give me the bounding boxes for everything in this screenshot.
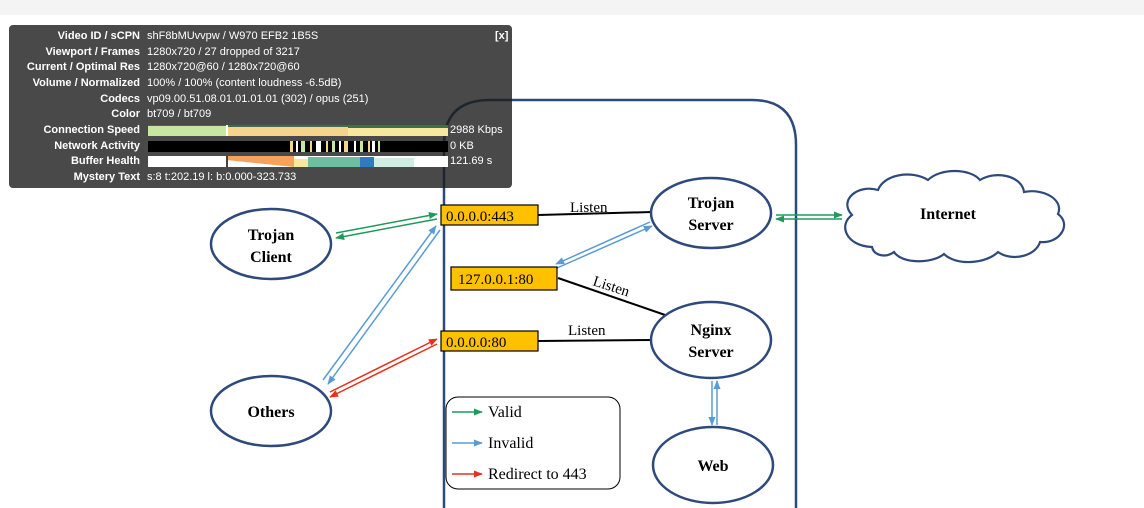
connection-speed-graph xyxy=(148,125,448,136)
node-trojan-server: Trojan Server xyxy=(649,176,773,250)
stats-label: Connection Speed xyxy=(43,124,140,136)
stats-value: 1280x720 / 27 dropped of 3217 xyxy=(147,46,300,58)
line-443-to-trojan xyxy=(537,211,653,216)
invalid-arrow-443-to-others xyxy=(327,229,441,385)
redirect-arrow-80-to-others xyxy=(329,343,438,398)
legend-valid-label: Valid xyxy=(488,404,522,421)
stats-value: vp09.00.51.08.01.01.01.01 (302) / opus (… xyxy=(147,93,369,105)
stats-row-connection-speed: Connection Speed 2988 Kbps xyxy=(9,123,512,139)
node-internet: Internet xyxy=(844,169,1066,264)
invalid-arrow-others-to-443 xyxy=(322,225,437,381)
stats-label: Viewport / Frames xyxy=(45,46,140,58)
stats-row-buffer-health: Buffer Health 121.69 s xyxy=(9,154,512,170)
line-local80-to-nginx xyxy=(557,277,669,317)
stats-value: 100% / 100% (content loudness -6.5dB) xyxy=(147,77,342,89)
stats-label: Mystery Text xyxy=(73,171,140,183)
network-activity-graph xyxy=(148,141,448,152)
port-443-label: 0.0.0.0:443 xyxy=(446,209,514,225)
node-web: Web xyxy=(651,425,775,505)
stats-row-codecs: Codecs vp09.00.51.08.01.01.01.01 (302) /… xyxy=(9,92,512,108)
stats-value: s:8 t:202.19 l: b:0.000-323.733 xyxy=(147,171,297,183)
stats-label: Buffer Health xyxy=(70,155,140,167)
listen-label-trojan: Listen xyxy=(570,200,608,216)
node-nginx-server: Nginx Server xyxy=(649,300,773,380)
internet-label: Internet xyxy=(920,206,977,223)
stats-value: bt709 / bt709 xyxy=(147,108,212,120)
trojan-client-label-2: Client xyxy=(250,249,292,266)
listen-label-80: Listen xyxy=(568,323,606,339)
page-top-bar xyxy=(0,0,1144,15)
port-80-label: 0.0.0.0:80 xyxy=(446,335,506,351)
legend-redirect-label: Redirect to 443 xyxy=(488,466,587,483)
stats-value: 1280x720@60 / 1280x720@60 xyxy=(147,61,300,73)
legend: Valid Invalid Redirect to 443 xyxy=(445,396,621,490)
node-others: Others xyxy=(209,374,333,448)
stats-for-nerds-panel: [x] Video ID / sCPN shF8bMUvvpw / W970 E… xyxy=(9,25,512,188)
stats-row-viewport: Viewport / Frames 1280x720 / 27 dropped … xyxy=(9,45,512,61)
cloud-icon xyxy=(844,169,1066,264)
stats-row-color: Color bt709 / bt709 xyxy=(9,107,512,123)
line-80-to-nginx xyxy=(537,339,653,342)
stats-row-network-activity: Network Activity 0 KB xyxy=(9,139,512,155)
buffer-health-graph xyxy=(148,156,448,167)
port-0-0-0-0-443: 0.0.0.0:443 xyxy=(440,204,539,226)
nginx-server-label-2: Server xyxy=(688,344,733,361)
stats-label: Volume / Normalized xyxy=(32,77,140,89)
trojan-server-label-1: Trojan xyxy=(688,195,735,212)
invalid-arrow-trojan-to-local80 xyxy=(555,221,651,265)
stats-value: 2988 Kbps xyxy=(450,124,503,136)
web-label: Web xyxy=(697,458,728,475)
stats-label: Current / Optimal Res xyxy=(26,61,140,73)
stats-value: 0 KB xyxy=(450,140,474,152)
node-trojan-client: Trojan Client xyxy=(209,207,333,281)
stats-label: Network Activity xyxy=(54,140,140,152)
port-local80-label: 127.0.0.1:80 xyxy=(458,272,533,288)
trojan-server-label-2: Server xyxy=(688,217,733,234)
legend-invalid-label: Invalid xyxy=(488,435,533,452)
stats-value: shF8bMUvvpw / W970 EFB2 1B5S xyxy=(147,30,319,42)
stats-value: 121.69 s xyxy=(450,155,493,167)
stats-close-button[interactable]: [x] xyxy=(495,30,509,42)
stats-row-mystery-text: Mystery Text s:8 t:202.19 l: b:0.000-323… xyxy=(9,170,512,186)
invalid-arrow-local80-to-trojan xyxy=(556,225,653,269)
redirect-arrow-others-to-80 xyxy=(329,338,438,393)
trojan-client-label-1: Trojan xyxy=(248,227,295,244)
stats-row-video-id: Video ID / sCPN shF8bMUvvpw / W970 EFB2 … xyxy=(9,29,512,45)
stats-row-volume: Volume / Normalized 100% / 100% (content… xyxy=(9,76,512,92)
stats-label: Codecs xyxy=(100,93,140,105)
stats-label: Video ID / sCPN xyxy=(57,30,140,42)
nginx-server-label-1: Nginx xyxy=(691,322,732,339)
stats-row-resolution: Current / Optimal Res 1280x720@60 / 1280… xyxy=(9,60,512,76)
port-127-0-0-1-80: 127.0.0.1:80 xyxy=(450,266,558,291)
valid-arrow-client-to-443 xyxy=(335,211,438,234)
others-label: Others xyxy=(247,404,294,421)
stats-label: Color xyxy=(111,108,140,120)
port-0-0-0-0-80: 0.0.0.0:80 xyxy=(440,330,539,352)
valid-arrow-443-to-client xyxy=(335,218,438,241)
